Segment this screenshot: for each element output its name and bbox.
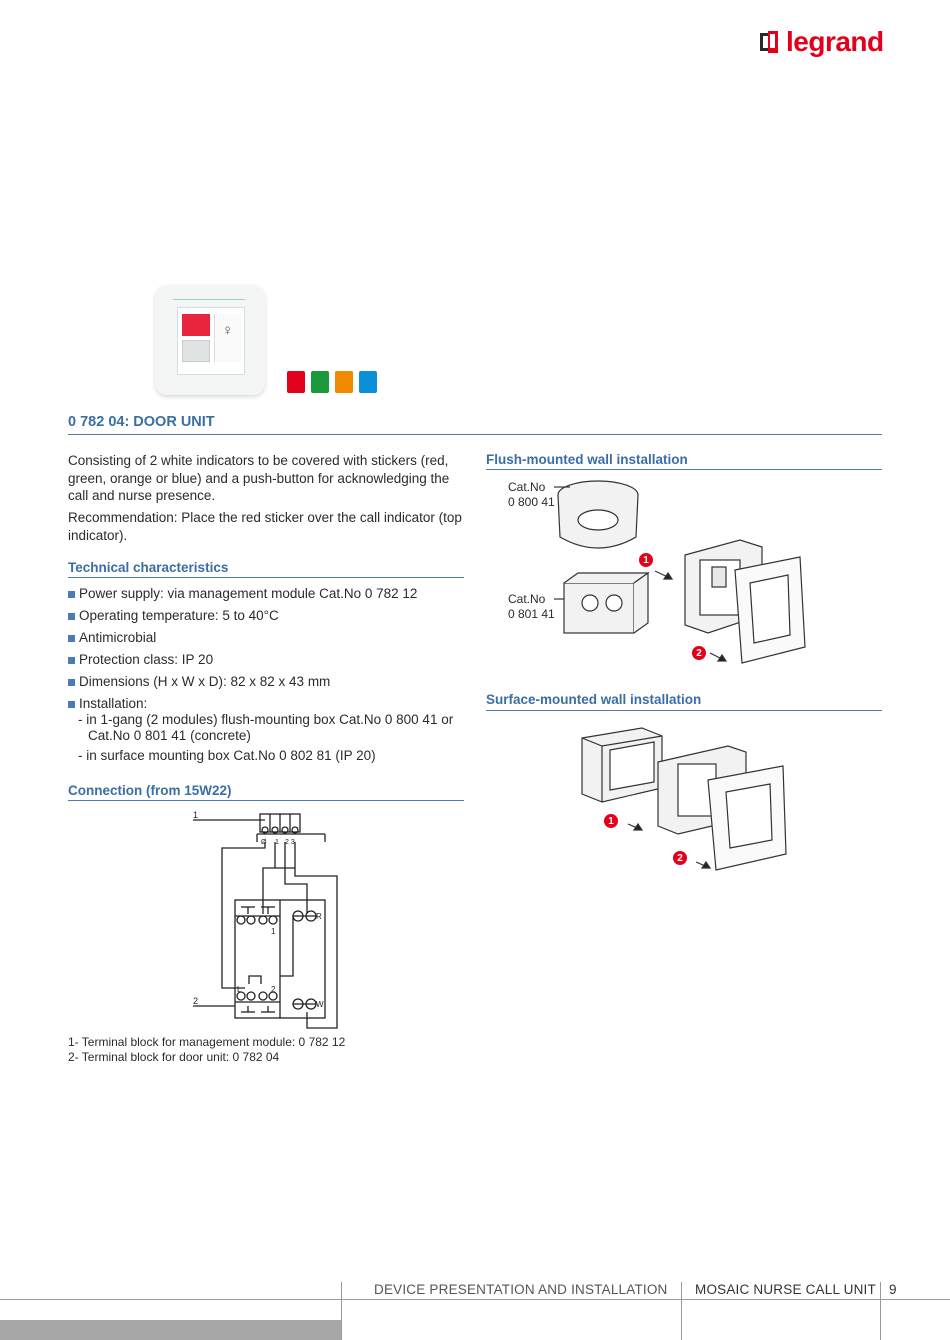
presence-indicator: [182, 340, 210, 362]
label-1: 1: [193, 810, 198, 820]
install-sub-item: - in 1-gang (2 modules) flush-mounting b…: [78, 712, 454, 727]
surface-rule: [486, 710, 882, 711]
technical-list: Power supply: via management module Cat.…: [68, 586, 468, 764]
surface-step-1-badge: 1: [604, 814, 618, 828]
red-sticker-swatch: [287, 371, 305, 393]
svg-text:1: 1: [275, 839, 279, 846]
green-sticker-swatch: [311, 371, 329, 393]
svg-text:1: 1: [271, 927, 276, 936]
technical-heading: Technical characteristics: [68, 560, 229, 575]
svg-text:W: W: [316, 1000, 324, 1009]
flush-installation-illustration: [554, 480, 806, 664]
legrand-logo-icon: [760, 31, 782, 53]
flush-rule: [486, 469, 882, 470]
surface-step-2-badge: 2: [673, 851, 687, 865]
orange-sticker-swatch: [335, 371, 353, 393]
surface-installation-illustration: [581, 727, 787, 871]
flush-step-2-badge: 2: [692, 646, 706, 660]
nurse-icon: ♀: [222, 322, 234, 339]
svg-text:2 3: 2 3: [285, 839, 295, 846]
footer-gray-bar: [0, 1320, 341, 1340]
install-sub-item: - in surface mounting box Cat.No 0 802 8…: [78, 748, 376, 763]
label-2: 2: [193, 996, 198, 1006]
legend-line-1: 1- Terminal block for management module:…: [68, 1035, 346, 1049]
footer-product-title: MOSAIC NURSE CALL UNIT: [695, 1282, 876, 1297]
title-rule: [68, 434, 882, 435]
wiring-diagram: 1 2 Ø 1 2 3 R W L 1 2: [193, 810, 338, 1029]
description-paragraph: Consisting of 2 white indicators to be c…: [68, 453, 450, 503]
legrand-logo: legrand: [760, 24, 884, 60]
legend-line-2: 2- Terminal block for door unit: 0 782 0…: [68, 1050, 280, 1064]
technical-rule: [68, 577, 464, 578]
svg-text:Ø: Ø: [261, 839, 267, 846]
page-number: 9: [889, 1282, 897, 1297]
footer-divider: [681, 1282, 682, 1340]
flush-step-1-badge: 1: [639, 553, 653, 567]
footer-rule: [0, 1299, 950, 1300]
list-item: Antimicrobial: [68, 630, 468, 652]
call-indicator: [182, 314, 210, 336]
list-item: Installation:: [68, 696, 468, 712]
flush-heading: Flush-mounted wall installation: [486, 452, 688, 467]
footer-divider: [880, 1282, 881, 1340]
recommendation-paragraph: Recommendation: Place the red sticker ov…: [68, 510, 462, 543]
door-unit-photo: ♀: [155, 285, 265, 395]
list-item: Protection class: IP 20: [68, 652, 468, 674]
logo-text: legrand: [786, 26, 884, 57]
connection-rule: [68, 800, 464, 801]
footer-section-title: DEVICE PRESENTATION AND INSTALLATION: [374, 1282, 668, 1297]
list-item: Power supply: via management module Cat.…: [68, 586, 468, 608]
concrete-box: [563, 582, 635, 634]
install-sub-item: Cat.No 0 801 41 (concrete): [88, 728, 251, 743]
svg-text:R: R: [316, 912, 322, 921]
connection-heading: Connection (from 15W22): [68, 783, 232, 798]
footer-divider: [341, 1282, 342, 1340]
product-title: 0 782 04: DOOR UNIT: [68, 414, 215, 430]
list-item: Operating temperature: 5 to 40°C: [68, 608, 468, 630]
blue-sticker-swatch: [359, 371, 377, 393]
svg-text:L: L: [237, 985, 242, 994]
surface-heading: Surface-mounted wall installation: [486, 692, 702, 707]
push-button: [214, 314, 241, 362]
svg-text:2: 2: [271, 985, 276, 994]
list-item: Dimensions (H x W x D): 82 x 82 x 43 mm: [68, 674, 468, 696]
